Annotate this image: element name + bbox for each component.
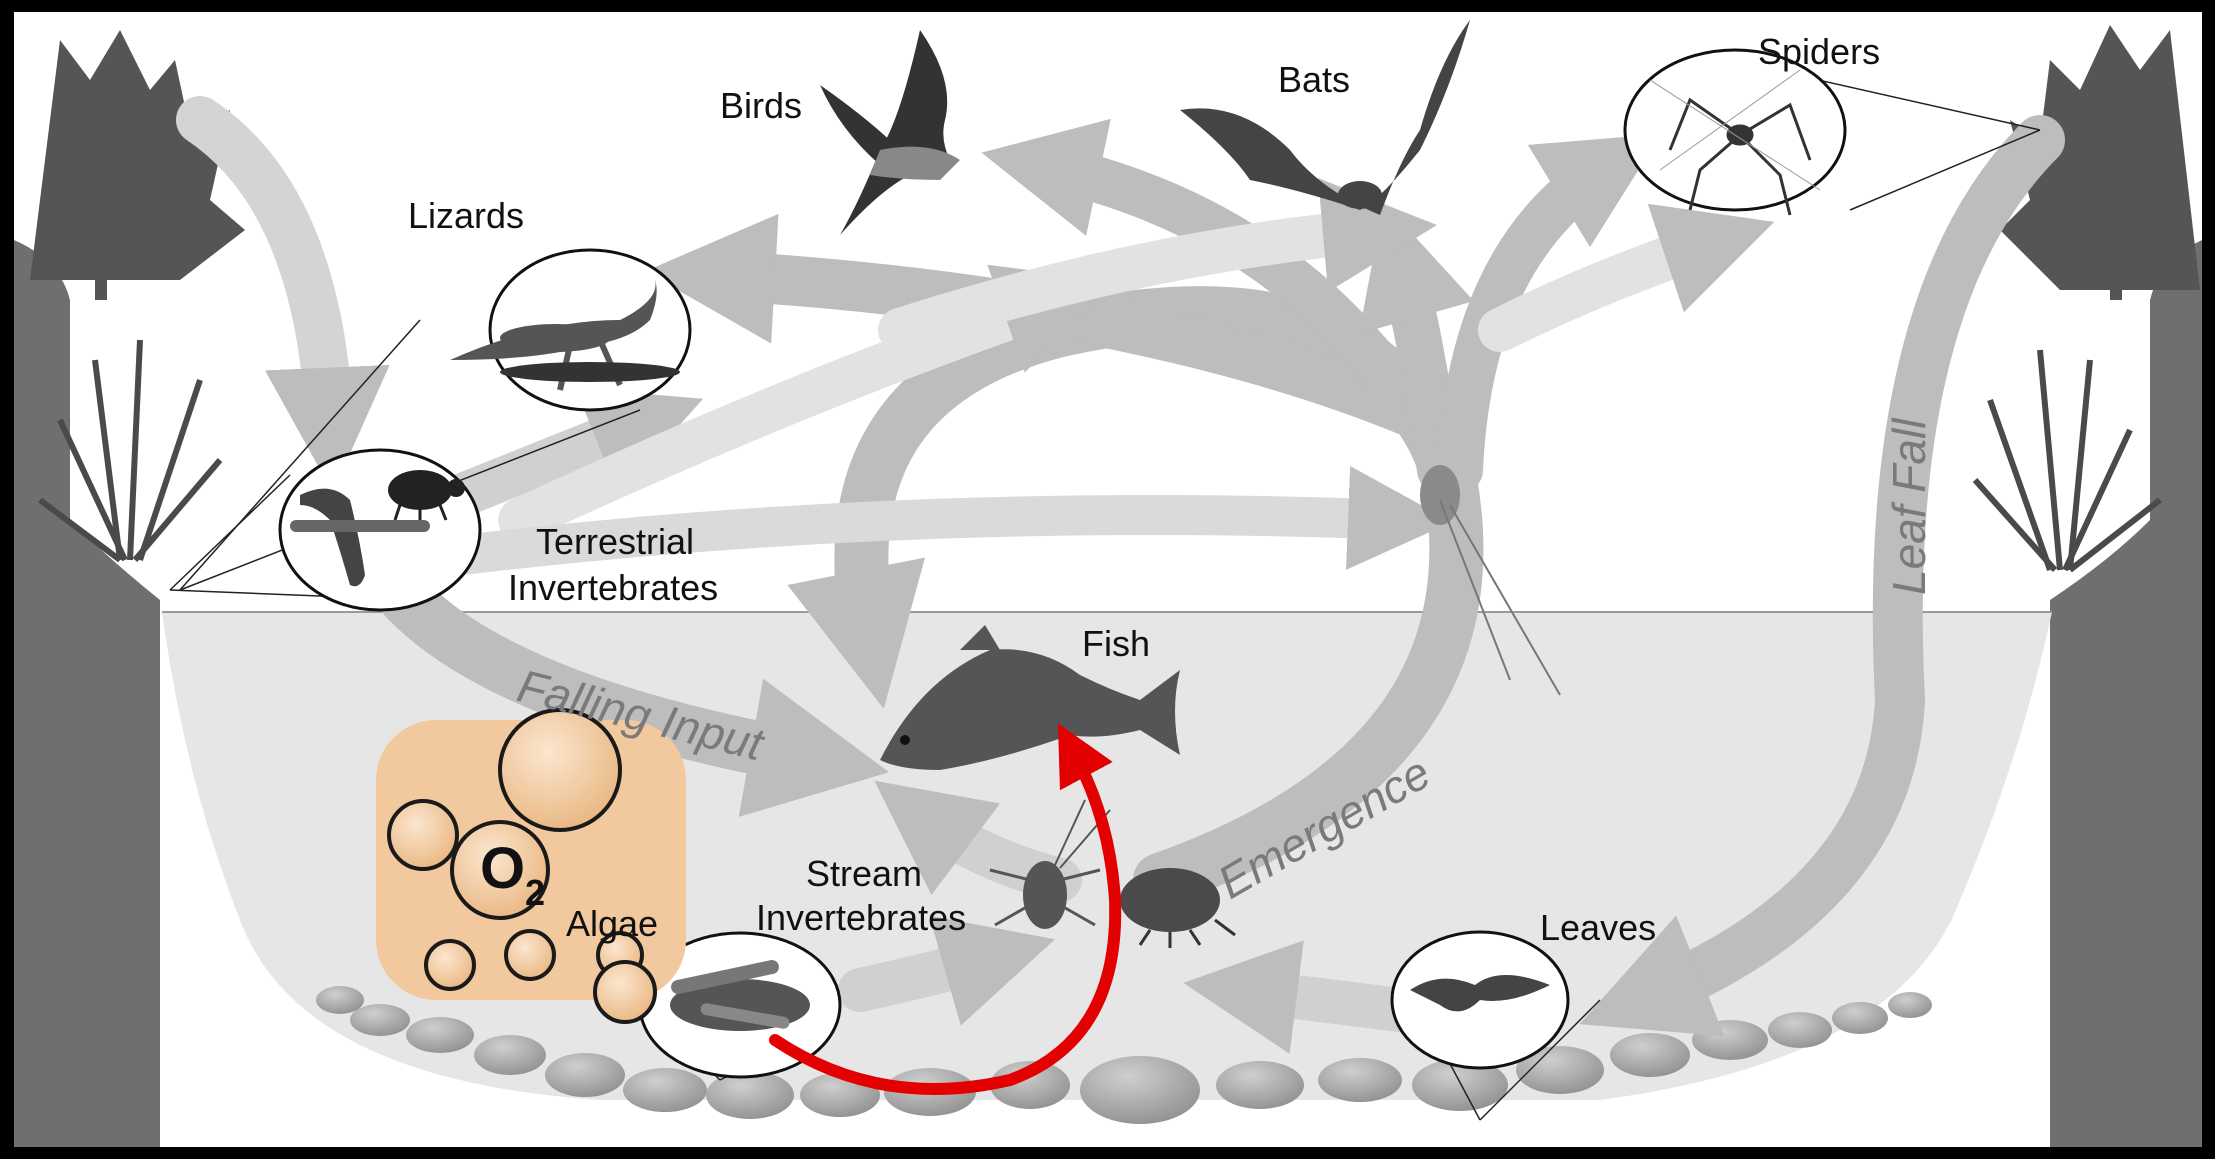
arrow-leaves-to-stream	[1240, 990, 1400, 1010]
terrestrial-label-line1: Terrestrial	[536, 521, 694, 562]
oxygen-bubbles	[376, 710, 686, 1022]
fish-label: Fish	[1082, 623, 1150, 664]
bats-label: Bats	[1278, 59, 1350, 100]
birds-label: Birds	[720, 85, 802, 126]
spiders-label: Spiders	[1758, 31, 1880, 72]
leaves-label: Leaves	[1540, 907, 1656, 948]
lizards-label: Lizards	[408, 195, 524, 236]
svg-text:O: O	[480, 836, 525, 901]
terrestrial-label-line2: Invertebrates	[508, 567, 718, 608]
svg-text:2: 2	[525, 872, 545, 913]
stream-label-line2: Invertebrates	[756, 897, 966, 938]
leaf-fall-label: Leaf Fall	[1883, 417, 1935, 595]
algae-label: Algae	[566, 903, 658, 944]
stream-label-line1: Stream	[806, 853, 922, 894]
